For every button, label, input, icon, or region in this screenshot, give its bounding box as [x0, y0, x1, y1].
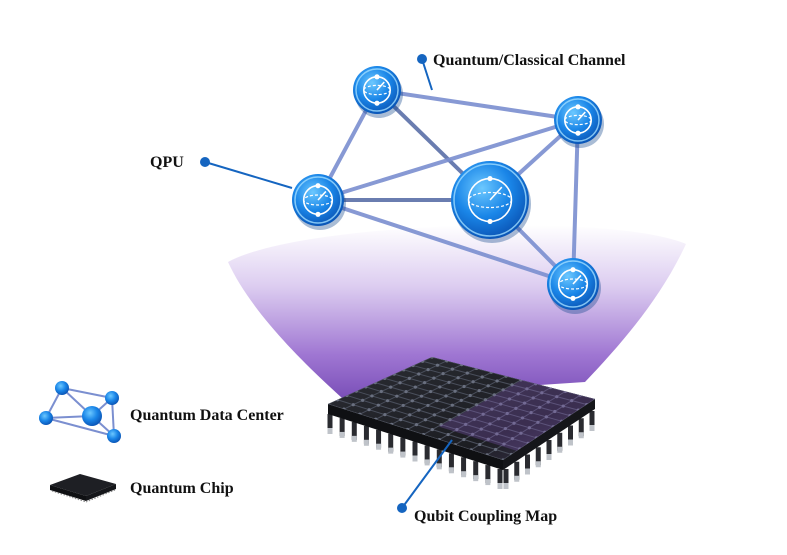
qubit-sphere-icon	[353, 66, 403, 118]
chip-pins	[327, 411, 595, 489]
qubit-sphere-icon	[292, 174, 346, 230]
channel-callout: Quantum/Classical Channel	[417, 52, 626, 91]
chip-label: Quantum Chip	[130, 480, 234, 497]
qpu-label: QPU	[150, 154, 184, 171]
channel-link	[316, 198, 575, 286]
quantum-chip	[327, 357, 595, 489]
legend-data-center: Quantum Data Center	[39, 381, 284, 443]
qubit-sphere-icon	[451, 161, 531, 243]
legend-chip: Quantum Chip	[50, 474, 234, 503]
network-nodes	[292, 66, 604, 314]
qpu-callout: QPU	[150, 154, 293, 189]
data-center-label: Quantum Data Center	[130, 407, 284, 424]
channel-link	[375, 88, 580, 122]
channel-link	[571, 118, 580, 286]
network-icon	[39, 381, 121, 443]
channel-link	[316, 118, 580, 202]
chip-icon	[50, 474, 116, 503]
coupling-map-callout: Qubit Coupling Map	[397, 439, 557, 525]
channel-label: Quantum/Classical Channel	[433, 52, 626, 69]
qubit-sphere-icon	[554, 96, 604, 148]
chip-top-surface	[328, 357, 595, 460]
qubit-sphere-icon	[547, 258, 601, 314]
coupling-map-label: Qubit Coupling Map	[414, 508, 557, 525]
